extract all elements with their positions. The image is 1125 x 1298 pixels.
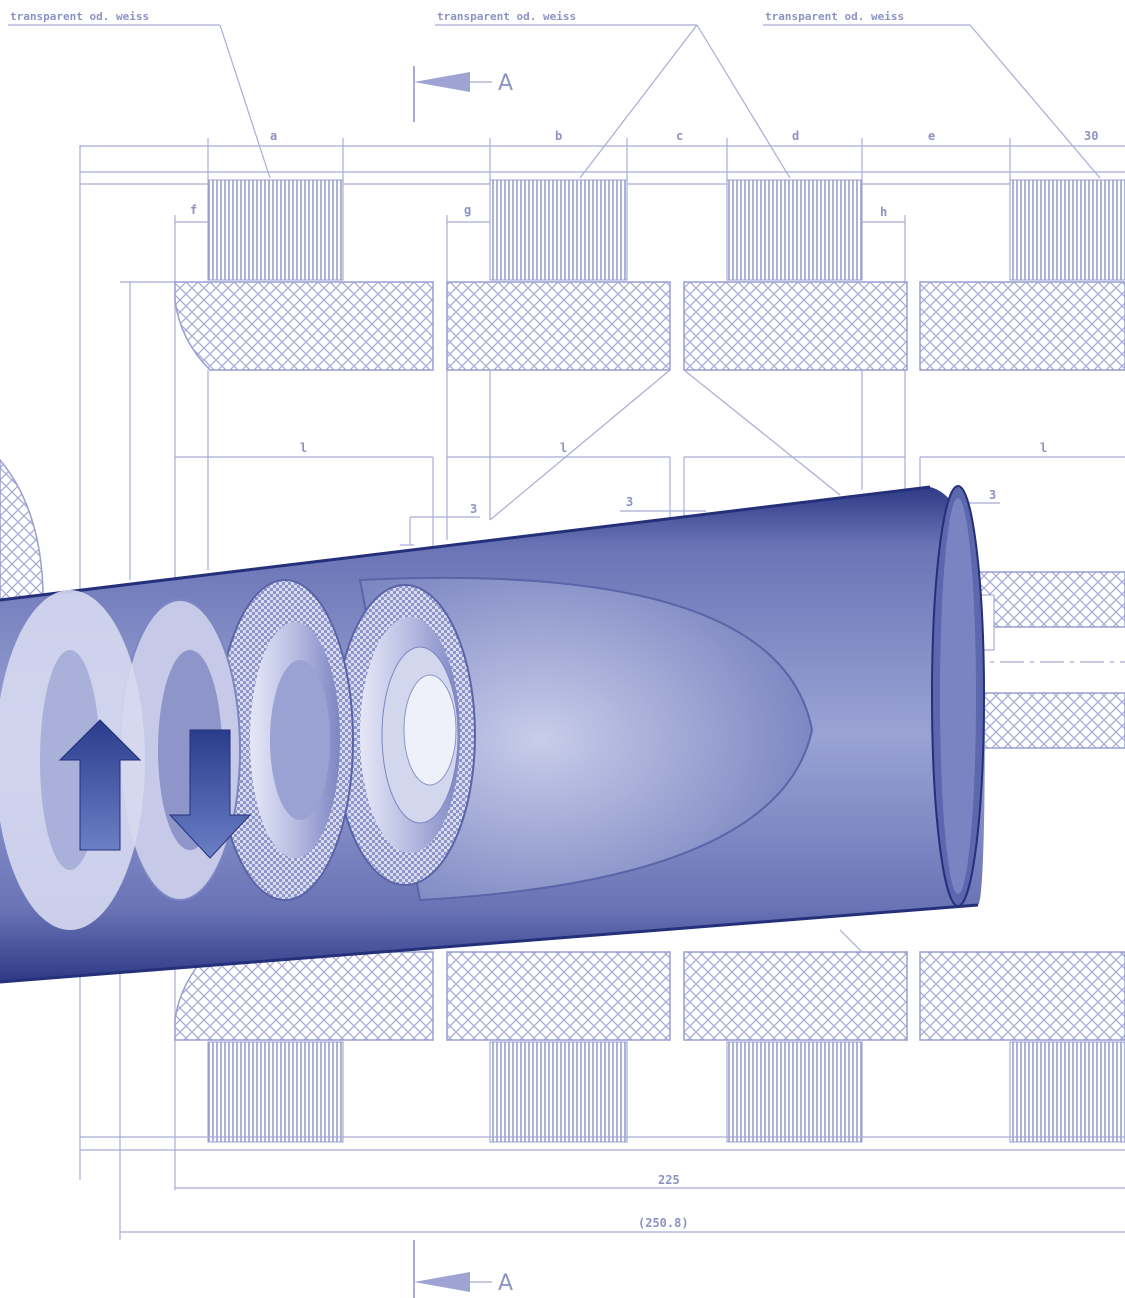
tube-illustration	[0, 485, 985, 984]
dim-gap-3: 3	[989, 488, 996, 502]
dim-gap-2: 3	[626, 495, 633, 509]
housing-top	[174, 281, 1125, 371]
dim-gap-1: 3	[470, 502, 477, 516]
inner-guides: l l l 3 3 3	[175, 369, 1125, 570]
svg-text:A: A	[498, 1271, 513, 1296]
dim-l-3: l	[1040, 441, 1047, 455]
rotation-arrows-icon	[58, 719, 252, 859]
dim-a: a	[270, 129, 277, 143]
dim-30: 30	[1084, 129, 1098, 143]
svg-text:A: A	[498, 71, 513, 96]
top-dimension-chain: a b c d e 30	[79, 129, 1125, 1180]
housing-right-mid	[959, 571, 1125, 749]
note-3: transparent od. weiss	[763, 10, 1101, 179]
section-marker-bottom: A	[413, 1240, 513, 1298]
coils-top	[207, 179, 1125, 281]
note-2: transparent od. weiss	[435, 10, 791, 179]
section-marker-top: A	[413, 66, 513, 122]
dim-b: b	[555, 129, 562, 143]
note-1: transparent od. weiss	[8, 10, 271, 179]
svg-text:h: h	[880, 205, 887, 219]
dim-225: 225	[658, 1173, 680, 1187]
dim-e: e	[928, 129, 935, 143]
bottom-dimension-chain: 225 (250.8)	[80, 950, 1125, 1240]
housing-bottom	[174, 929, 1125, 1041]
svg-text:transparent od. weiss: transparent od. weiss	[437, 10, 576, 23]
svg-text:transparent od. weiss: transparent od. weiss	[10, 10, 149, 23]
dim-c: c	[676, 129, 683, 143]
svg-text:g: g	[464, 203, 471, 217]
dim-d: d	[792, 129, 799, 143]
dim-250-8: (250.8)	[638, 1216, 689, 1230]
coils-bottom	[207, 1041, 1125, 1143]
svg-text:f: f	[190, 203, 197, 217]
dim-l-2: l	[560, 441, 567, 455]
svg-text:transparent od. weiss: transparent od. weiss	[765, 10, 904, 23]
dim-l-1: l	[300, 441, 307, 455]
